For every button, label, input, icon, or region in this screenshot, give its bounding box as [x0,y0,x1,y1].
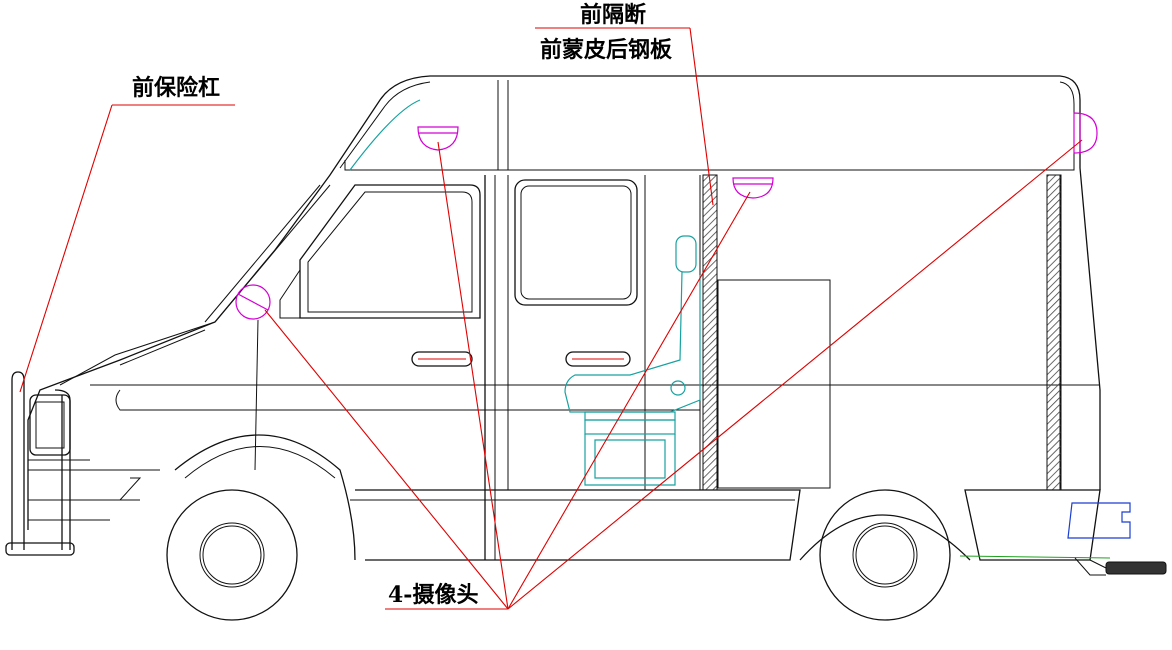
rear-partition-panel [1046,174,1062,491]
camera-icon [732,177,774,199]
front-door-handle [411,351,473,367]
van-body [27,75,1101,561]
rear-wheel [819,489,951,621]
camera-icon [235,284,271,320]
label-cameras: 4-摄像头 [388,582,478,608]
front-partition-panel [702,174,718,491]
exhaust-line [959,555,1111,559]
label-front-bumper: 前保险杠 [132,75,220,101]
rear-step [1067,502,1131,539]
leader-lines [19,27,1083,610]
camera-icon [417,126,459,151]
seat [564,235,701,486]
front-wheel [166,489,298,621]
label-front-partition: 前隔断 [580,2,646,28]
slide-door-handle [565,351,631,367]
label-front-skin-rear-plate: 前蒙皮后钢板 [540,37,673,63]
tow-hitch [1074,557,1167,576]
front-bumper [5,371,160,556]
camera-icon [1073,112,1098,154]
